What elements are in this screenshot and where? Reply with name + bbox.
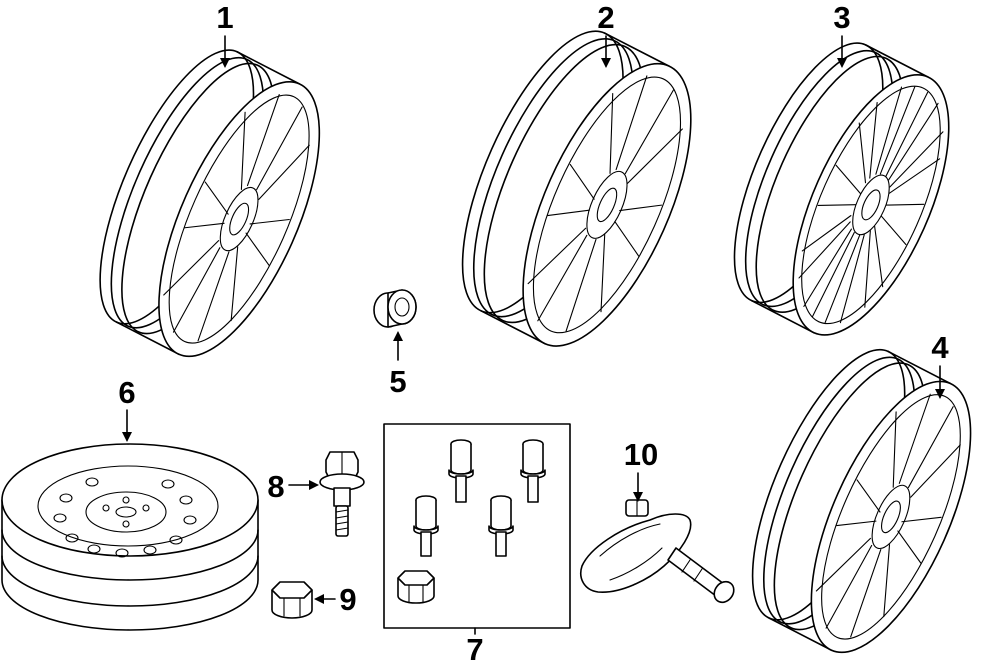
callout-9-label: 9 xyxy=(339,582,356,617)
wheel-3-icon[interactable] xyxy=(703,24,983,357)
callout-4-label: 4 xyxy=(931,330,949,365)
lug-bolt-icon[interactable] xyxy=(319,451,365,537)
lock-bolt-kit-icon[interactable] xyxy=(383,423,571,629)
callout-8-label: 8 xyxy=(267,469,284,504)
callout-2-label: 2 xyxy=(597,0,614,35)
wheel-2-icon[interactable] xyxy=(428,10,727,369)
spare-tire-icon[interactable] xyxy=(1,443,259,631)
callout-5-label: 5 xyxy=(389,364,406,399)
bolt-cap-icon xyxy=(397,570,435,604)
bolt-cap-icon[interactable] xyxy=(271,581,313,619)
callout-3-label: 3 xyxy=(833,0,850,35)
center-cap-ring-icon[interactable] xyxy=(373,289,417,328)
lock-bolt-icon xyxy=(413,495,439,557)
lock-bolt-icon xyxy=(520,439,546,503)
callout-7-label: 7 xyxy=(466,632,483,665)
tpms-sensor-icon[interactable] xyxy=(580,499,738,606)
kit-box xyxy=(383,423,571,629)
callout-1-label: 1 xyxy=(216,0,233,35)
callout-10-label: 10 xyxy=(624,437,658,472)
wheel-1-icon[interactable] xyxy=(67,31,353,378)
wheel-4-icon[interactable] xyxy=(720,330,1000,665)
callout-6-label: 6 xyxy=(118,375,135,410)
lock-bolt-icon xyxy=(448,439,474,503)
lock-bolt-icon xyxy=(488,495,514,557)
